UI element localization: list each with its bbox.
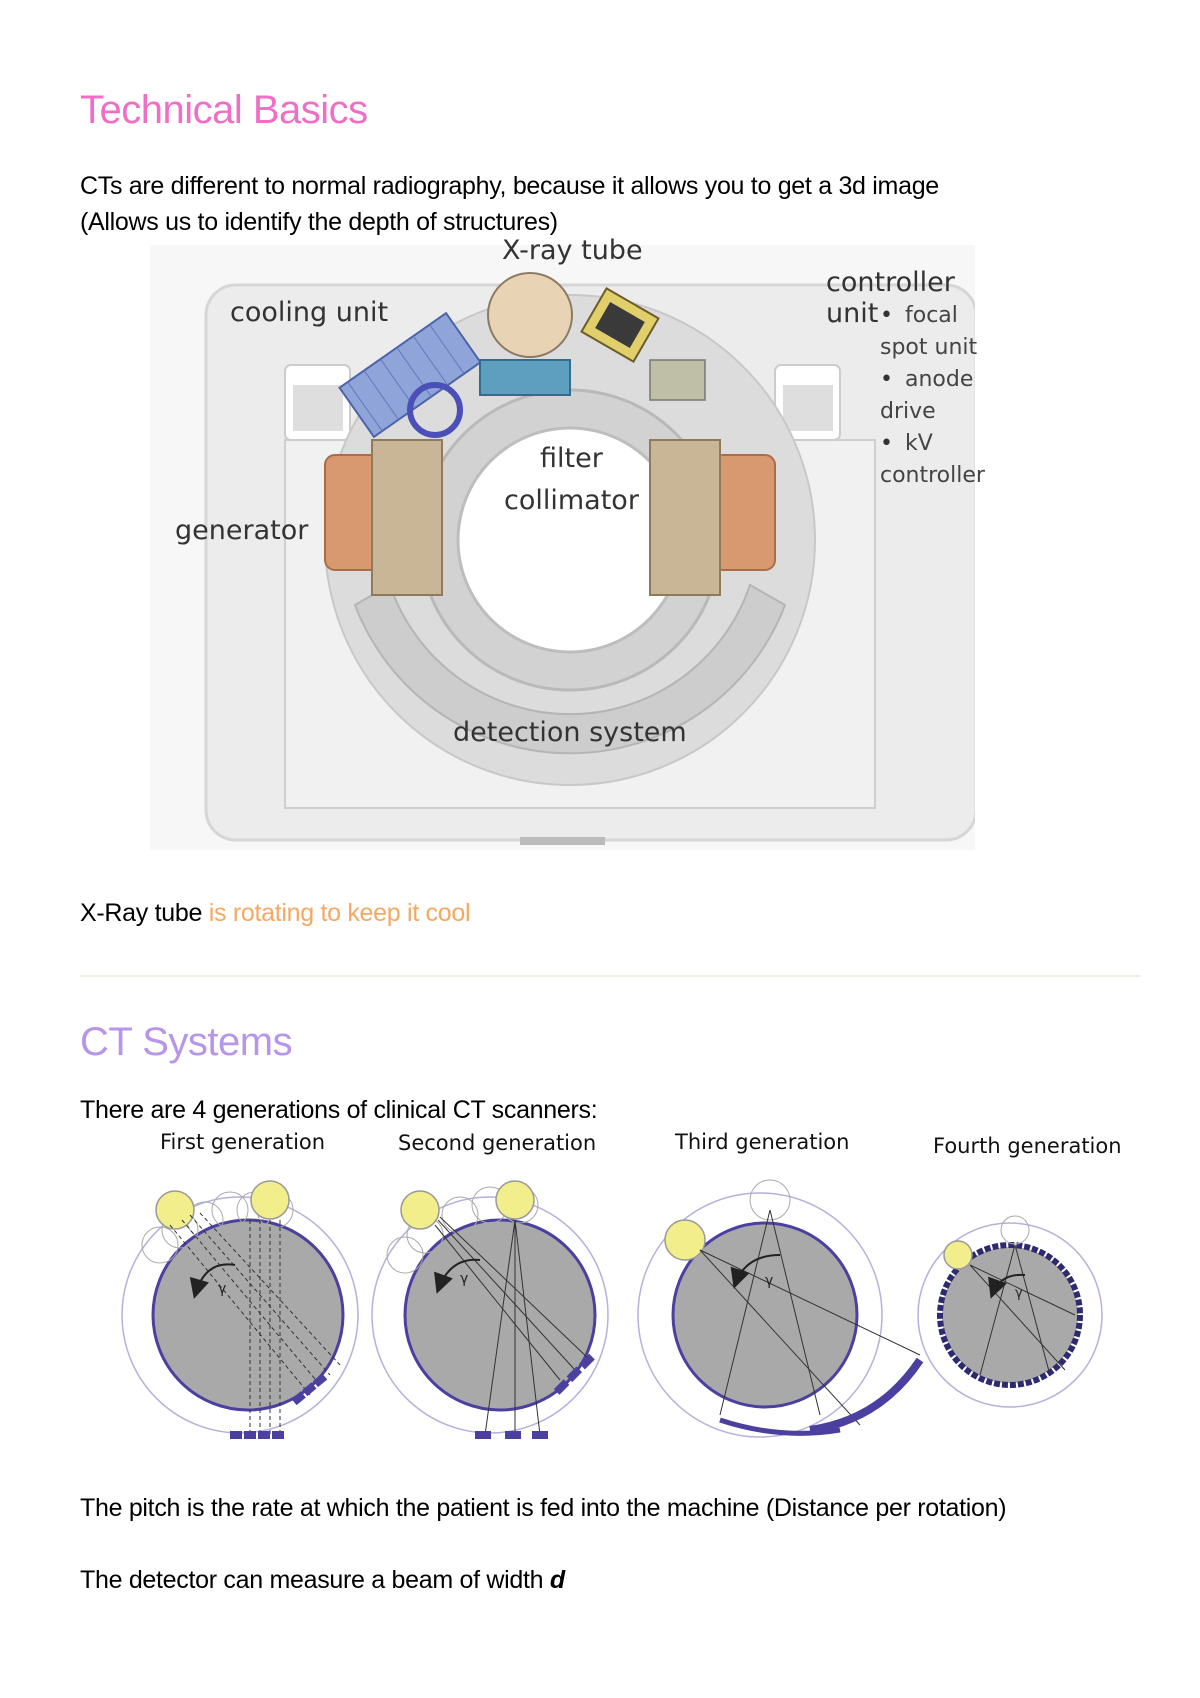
second-generation-diagram: γ — [371, 1180, 609, 1439]
label-detection-system: detection system — [453, 717, 687, 748]
section-heading-ct-systems: CT Systems — [80, 1020, 293, 1064]
rotation-note-subject: X-Ray tube — [80, 899, 203, 927]
label-xray-tube: X-ray tube — [502, 235, 643, 266]
gamma-symbol: γ — [1015, 1286, 1023, 1301]
section-heading-technical-basics: Technical Basics — [80, 88, 368, 132]
first-generation-diagram: γ — [121, 1180, 359, 1439]
third-generation-diagram: γ — [637, 1179, 924, 1438]
gamma-symbol: γ — [460, 1271, 468, 1287]
generations-intro: There are 4 generations of clinical CT s… — [80, 1096, 598, 1124]
section-divider — [80, 975, 1140, 977]
generation-title: Second generation — [398, 1131, 597, 1155]
label-filter: filter — [540, 443, 603, 474]
generation-title: First generation — [160, 1130, 326, 1154]
intro-paragraph: CTs are different to normal radiography,… — [80, 168, 1140, 240]
pitch-paragraph: The pitch is the rate at which the patie… — [80, 1494, 1007, 1522]
gamma-symbol: γ — [765, 1273, 773, 1289]
rotation-note: X-Ray tube is rotating to keep it cool — [80, 895, 471, 931]
ct-gantry-figure: X-ray tube cooling unit controller unit … — [150, 235, 985, 850]
label-cooling-unit: cooling unit — [230, 297, 389, 328]
intro-line-2: (Allows us to identify the depth of stru… — [80, 208, 558, 236]
label-generator: generator — [175, 515, 309, 546]
controller-item: kV controller — [880, 428, 985, 492]
controller-item: anode drive — [880, 364, 985, 428]
controller-items-list: focal spot unit anode drive kV controlle… — [880, 300, 985, 492]
label-collimator: collimator — [504, 485, 639, 516]
label-controller-unit: controller unit — [826, 267, 955, 329]
detector-width-variable: d — [549, 1566, 565, 1594]
detector-paragraph: The detector can measure a beam of width… — [80, 1562, 565, 1598]
generation-title: Third generation — [675, 1130, 850, 1154]
detector-text: The detector can measure a beam of width — [80, 1566, 550, 1594]
generation-title: Fourth generation — [933, 1134, 1122, 1158]
fourth-generation-diagram: γ — [917, 1215, 1103, 1408]
controller-item: focal spot unit — [880, 300, 985, 364]
ct-gantry-illustration — [150, 245, 978, 850]
ct-generations-diagram: γ γ γ — [121, 1179, 1103, 1439]
gamma-symbol: γ — [218, 1281, 226, 1297]
intro-line-1: CTs are different to normal radiography,… — [80, 172, 939, 200]
rotation-note-highlight: is rotating to keep it cool — [208, 899, 471, 927]
